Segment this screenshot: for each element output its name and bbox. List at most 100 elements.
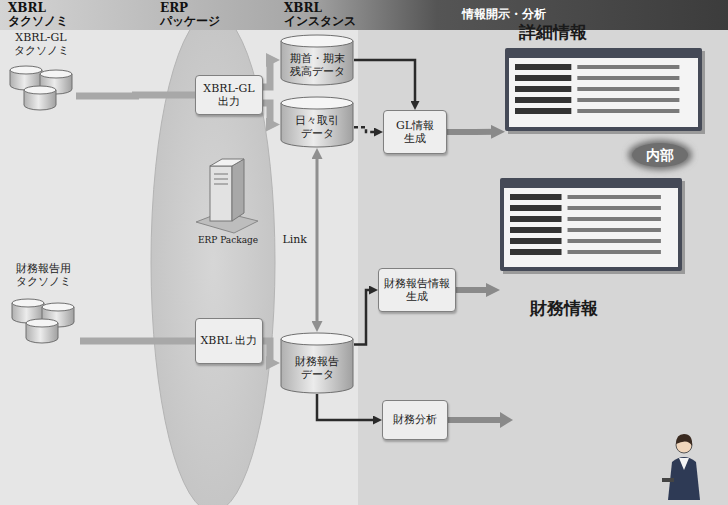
server-slot xyxy=(214,179,228,180)
taxonomy-database: XBRL-GL タクソノミ xyxy=(6,31,76,121)
cylinder-top xyxy=(12,299,44,307)
box-label: 財務報告情報 生成 xyxy=(383,277,451,303)
screen-block xyxy=(510,227,562,233)
connector-label: Link xyxy=(280,233,309,246)
screen-line xyxy=(568,239,661,243)
screen-block xyxy=(515,75,571,81)
screen-block xyxy=(510,249,562,255)
screen-frame xyxy=(505,48,702,131)
screen-line xyxy=(568,228,661,232)
erp-ellipse xyxy=(151,12,275,505)
database-label: XBRL-GL タクソノミ xyxy=(6,31,76,57)
box-label: GL情報 生成 xyxy=(388,119,442,145)
instance-cylinder: 財務報告 データ xyxy=(280,332,354,394)
instance-cylinder: 日々取引 データ xyxy=(280,96,354,148)
cylinder-top xyxy=(281,35,353,47)
taxonomy-database: 財務報告用 タクソノミ xyxy=(6,262,80,362)
person-collar xyxy=(679,458,689,470)
screen-area xyxy=(504,188,678,267)
connector xyxy=(447,129,497,135)
box-label: XBRL 出力 xyxy=(201,334,258,347)
screen-block xyxy=(515,86,571,92)
analysis-arrow xyxy=(448,412,513,428)
database-label: 財務報告用 タクソノミ xyxy=(6,262,80,288)
box-label: 財務分析 xyxy=(393,413,437,426)
cylinder-label: 日々取引 データ xyxy=(284,114,350,140)
person-hair xyxy=(676,434,692,446)
cylinder-top xyxy=(26,319,58,327)
screen-shadow xyxy=(503,181,685,274)
internal-blob: 内部 xyxy=(628,140,692,170)
server-icon xyxy=(196,159,258,233)
server-slot xyxy=(214,184,228,185)
connector xyxy=(317,394,377,420)
screen-area xyxy=(509,58,698,127)
panel-heading: 詳細情報 xyxy=(519,22,587,42)
cylinder-top xyxy=(24,86,56,94)
panel-heading: 財務情報 xyxy=(530,298,598,318)
screen-line xyxy=(568,250,661,254)
server-slot xyxy=(214,174,228,175)
blob-core xyxy=(632,143,688,167)
screen-frame xyxy=(500,178,682,271)
connector xyxy=(354,290,373,344)
column-heading: XBRL インスタンス xyxy=(284,2,370,28)
screen-shadow xyxy=(508,51,705,134)
blob-shape xyxy=(628,140,692,170)
screen-block xyxy=(515,64,571,70)
screen-panel: 詳細情報 xyxy=(505,22,705,134)
process-box: 財務分析 xyxy=(382,400,448,440)
screen-block xyxy=(515,97,571,103)
cylinder-top xyxy=(281,97,353,109)
box-label: XBRL-GL 出力 xyxy=(200,82,258,108)
cylinder-top xyxy=(42,303,74,311)
connector xyxy=(456,287,492,293)
person-hand xyxy=(662,478,674,482)
connector xyxy=(263,341,272,363)
screen-line xyxy=(568,195,661,199)
connector xyxy=(263,103,272,125)
screen-block xyxy=(510,216,562,222)
screen-panel: 財務情報 xyxy=(500,178,685,318)
connector xyxy=(316,155,319,326)
cylinder-top xyxy=(281,333,353,345)
screen-block xyxy=(515,108,571,114)
cylinder-body xyxy=(281,339,353,393)
screen-line xyxy=(577,109,679,113)
header-band: XBRL タクソノミERP パッケージXBRL インスタンス情報開示・分析 xyxy=(0,0,728,30)
column-heading: 情報開示・分析 xyxy=(462,8,592,21)
screen-line xyxy=(577,87,679,91)
screen-block xyxy=(510,205,562,211)
screen-block xyxy=(510,238,562,244)
server-top xyxy=(210,159,244,166)
cylinder-body xyxy=(281,103,353,147)
cylinder-top xyxy=(40,70,72,78)
screen-line xyxy=(577,98,679,102)
screen-line xyxy=(577,65,679,69)
connector xyxy=(76,92,195,100)
connector xyxy=(354,127,378,132)
right-panel xyxy=(358,0,728,505)
server-front xyxy=(210,166,232,221)
connector xyxy=(80,338,195,345)
process-box: GL情報 生成 xyxy=(383,110,447,154)
blob-label: 内部 xyxy=(646,147,674,164)
arrow-shaft xyxy=(448,417,500,423)
connector xyxy=(263,60,272,87)
process-box: XBRL-GL 出力 xyxy=(195,75,263,115)
arrow-head xyxy=(500,412,513,428)
connector xyxy=(354,60,415,105)
screen-line xyxy=(568,217,661,221)
screen-line xyxy=(577,76,679,80)
process-box: XBRL 出力 xyxy=(195,318,263,364)
cylinder-body xyxy=(281,41,353,85)
cylinder-label: 財務報告 データ xyxy=(284,355,350,381)
column-heading: XBRL タクソノミ xyxy=(8,2,78,28)
screen-block xyxy=(510,194,562,200)
instance-cylinder: 期首・期末 残高データ xyxy=(280,34,354,86)
person-figure xyxy=(662,434,700,500)
screen-panel-outline xyxy=(500,178,685,318)
screen-line xyxy=(568,206,661,210)
process-box: 財務報告情報 生成 xyxy=(378,268,456,312)
